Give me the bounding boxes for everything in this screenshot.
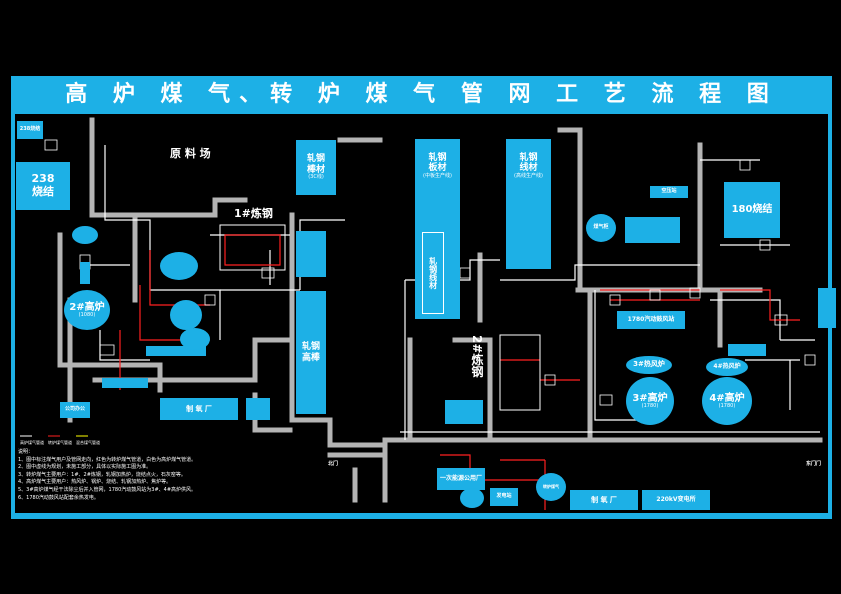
equipment-boxes bbox=[44, 139, 816, 406]
power-plant-block: 一次能源公用厂 bbox=[437, 468, 485, 490]
steel-1-label: 1#炼钢 bbox=[234, 207, 273, 220]
note-line: 说明： bbox=[18, 449, 34, 455]
bf2-circle: 2#高炉(1080) bbox=[64, 290, 110, 330]
note-line: 4、高炉煤气主要用户：热风炉、锅炉、烧结、轧钢加热炉、焦炉等。 bbox=[18, 479, 172, 486]
small-block-left-2 bbox=[80, 262, 90, 284]
bf3-hot-blast-circle: 3#热风炉 bbox=[626, 356, 672, 374]
legend-item-3: 混合煤气管道 bbox=[76, 440, 100, 445]
note-line: 2、图中虚线为规划，未施工部分，具体以实际施工图为准。 bbox=[18, 464, 152, 471]
company-office-block: 公司办公 bbox=[60, 402, 90, 418]
bf1-circle bbox=[170, 300, 202, 330]
bf4-circle: 4#高炉(1780) bbox=[702, 377, 752, 425]
note-line: 6、1780汽动鼓风站配套余热发电。 bbox=[18, 494, 99, 501]
gas-cabinet-circle: 煤气柜 bbox=[586, 214, 616, 242]
steel-2-label: 2#炼钢 bbox=[470, 335, 484, 378]
note-line: 1、图中标注煤气用户及管网走向，红色为转炉煤气管道，白色为高炉煤气管道。 bbox=[18, 456, 197, 463]
sinter-180-block: 180烧结 bbox=[724, 182, 780, 238]
oxygen-factory-block: 制 氧 厂 bbox=[160, 398, 238, 420]
sinter-238-top-block: 238烧结 bbox=[17, 121, 43, 139]
sinter-238-line1: 238 bbox=[31, 172, 55, 186]
small-station-block bbox=[728, 344, 766, 356]
blower-1780-block: 1780汽动鼓风站 bbox=[617, 311, 685, 329]
notes: 说明： 1、图中标注煤气用户及管网走向，红色为转炉煤气管道，白色为高炉煤气管道。… bbox=[18, 449, 196, 502]
small-circle-bottom bbox=[460, 488, 484, 508]
small-circle-mid bbox=[180, 328, 210, 350]
small-block-lower bbox=[102, 378, 148, 388]
north-gate-label: 北门 bbox=[328, 461, 339, 467]
furnace-outline bbox=[219, 224, 541, 411]
small-block-left bbox=[246, 398, 270, 420]
gas-holder-circle bbox=[160, 252, 198, 280]
frame-left bbox=[11, 114, 15, 516]
sinter-238-line2: 烧结 bbox=[32, 185, 54, 198]
raw-material-yard-label: 原 料 场 bbox=[170, 147, 211, 160]
station-block: 发电站 bbox=[490, 488, 518, 506]
oxygen-factory-bottom-block: 制 氧 厂 bbox=[570, 490, 638, 510]
legend-item-2: 转炉煤气管道 bbox=[48, 440, 72, 445]
plant-block-upper bbox=[625, 217, 680, 243]
bf4-hot-blast-circle: 4#热风炉 bbox=[706, 358, 748, 376]
bf3-circle: 3#高炉(1780) bbox=[626, 377, 674, 425]
right-edge-block bbox=[818, 288, 836, 328]
rolling-line-vertical: 轧钢线材 bbox=[422, 232, 444, 314]
converter-gas-circle: 转炉煤气 bbox=[536, 473, 566, 501]
note-line: 3、转炉煤气主要用户：1#、2#炼钢，轧钢加热炉，烧结点火，石灰窑等。 bbox=[18, 471, 186, 478]
small-circle-left bbox=[72, 226, 98, 244]
title-bar bbox=[11, 76, 832, 114]
rolling-hp-block: 轧钢高棒 bbox=[296, 291, 326, 414]
rolling-wire-block: 轧钢线材(高线生产线) bbox=[506, 139, 551, 269]
legend: 高炉煤气管道 转炉煤气管道 混合煤气管道 bbox=[18, 432, 106, 448]
east-gate-label: 东门门 bbox=[806, 461, 822, 467]
legend-swatches bbox=[20, 435, 88, 437]
rolling-bar-block: 轧钢棒材(3C线) bbox=[296, 140, 336, 195]
legend-item-1: 高炉煤气管道 bbox=[20, 440, 44, 445]
converter-station-block bbox=[445, 400, 483, 424]
substation-220-block: 220kV变电所 bbox=[642, 490, 710, 510]
frame-bottom bbox=[11, 513, 832, 519]
note-line: 5、3#高炉煤气经干法除尘后并入管网，1780汽动鼓风站为3#、4#高炉供风。 bbox=[18, 486, 197, 493]
air-compressor-block: 空压站 bbox=[650, 186, 688, 198]
small-block-mid bbox=[146, 346, 206, 356]
rolling-bar-lower-block bbox=[296, 231, 326, 277]
diagram-title: 高 炉 煤 气、转 炉 煤 气 管 网 工 艺 流 程 图 bbox=[65, 82, 778, 107]
